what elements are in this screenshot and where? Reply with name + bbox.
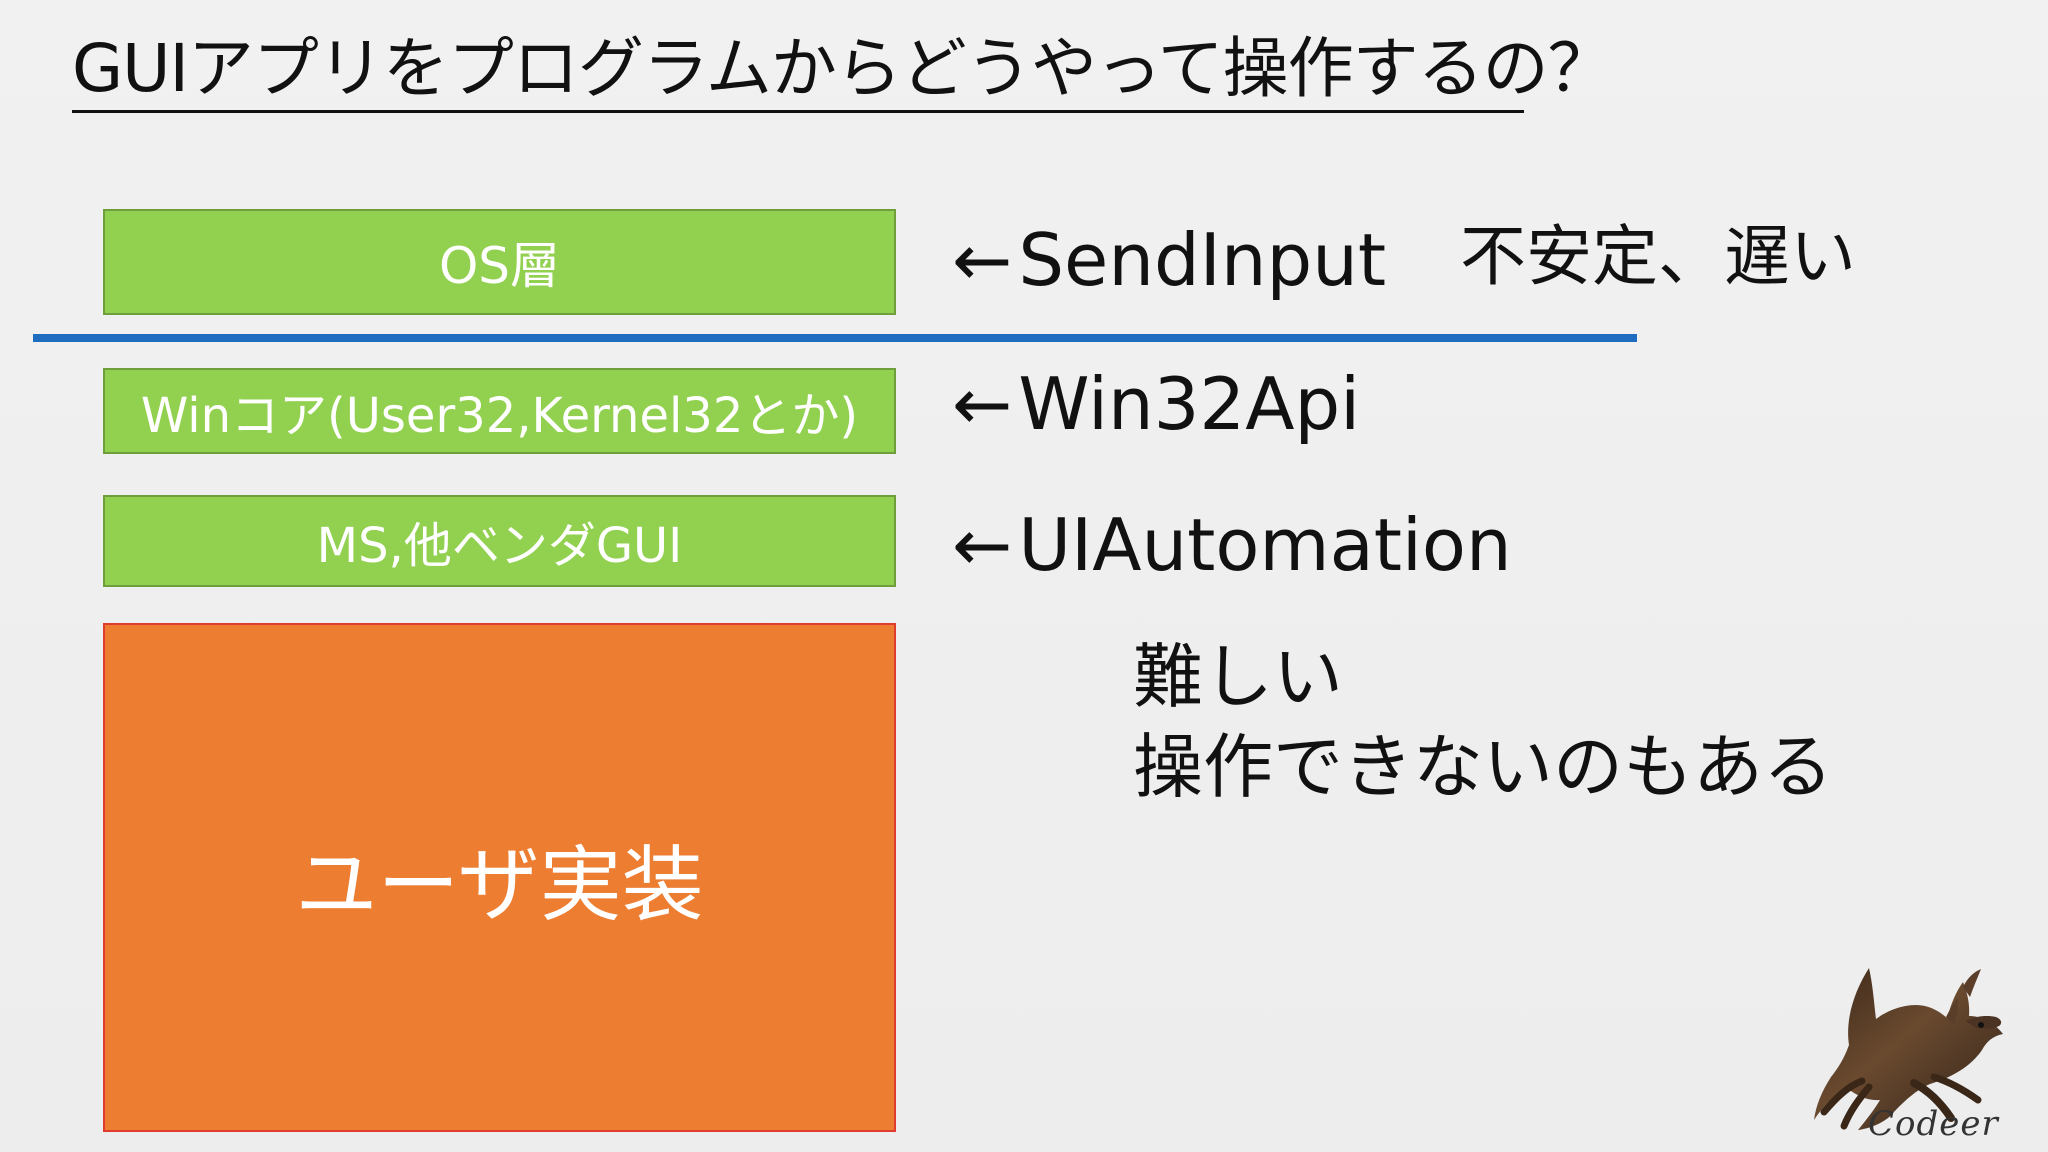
api-sendinput: ←SendInput <box>952 224 1386 296</box>
layer-divider <box>33 334 1637 342</box>
deer-icon <box>1800 945 2020 1135</box>
layer-os: OS層 <box>103 209 896 315</box>
layer-user-implementation-label: ユーザ実装 <box>295 838 704 933</box>
layer-vendor-gui: MS,他ベンダGUI <box>103 495 896 587</box>
api-win32-label: Win32Api <box>1018 362 1361 446</box>
left-arrow-icon: ← <box>952 503 1013 587</box>
title-underline <box>72 110 1524 113</box>
layer-win-core: Winコア(User32,Kernel32とか) <box>103 368 896 454</box>
page-title: GUIアプリをプログラムからどうやって操作するの？ <box>72 30 1614 107</box>
layer-user-implementation: ユーザ実装 <box>103 623 896 1132</box>
note-not-operable: 操作できないのもある <box>1133 726 1833 808</box>
left-arrow-icon: ← <box>952 218 1013 302</box>
api-uiautomation-label: UIAutomation <box>1018 503 1512 587</box>
api-win32: ←Win32Api <box>952 368 1360 440</box>
api-uiautomation: ←UIAutomation <box>952 509 1512 581</box>
left-arrow-icon: ← <box>952 362 1013 446</box>
brand-name: Codeer <box>1868 1104 1999 1144</box>
note-difficult: 難しい <box>1133 636 1343 718</box>
layer-vendor-gui-label: MS,他ベンダGUI <box>316 518 683 574</box>
layer-os-label: OS層 <box>438 237 561 295</box>
api-sendinput-note: 不安定、遅い <box>1460 218 1856 295</box>
api-sendinput-label: SendInput <box>1018 218 1387 302</box>
layer-win-core-label: Winコア(User32,Kernel32とか) <box>140 388 859 444</box>
